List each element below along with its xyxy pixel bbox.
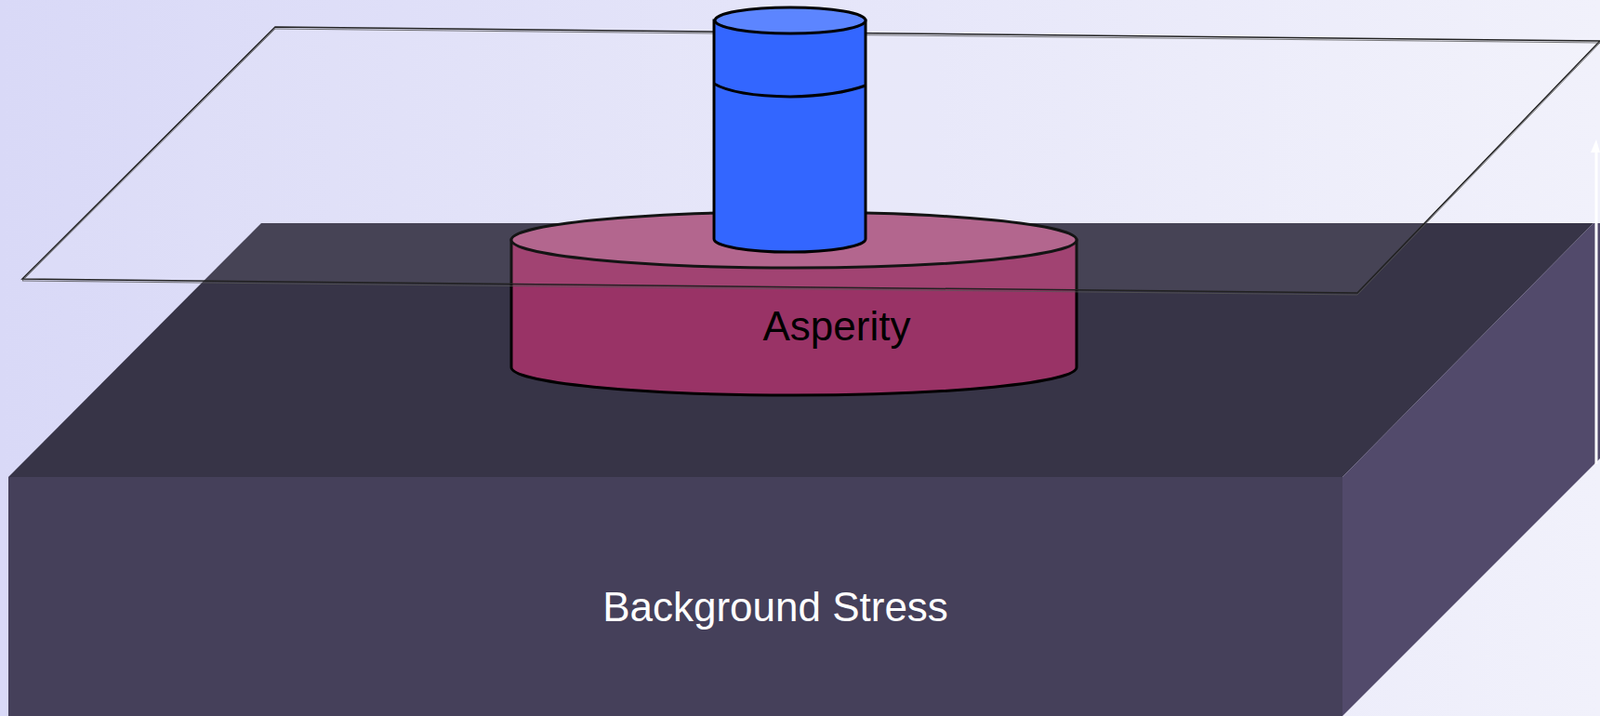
stress-arrow-head [1590,139,1600,153]
stress-arrow [1595,148,1599,464]
node-label: Background Stress [542,583,1008,631]
asperity-cylinder: Asperity [511,211,1077,396]
blue-cylinder-band [714,83,866,97]
slab-front-face [8,476,1343,716]
blue-cylinder-top [714,7,866,34]
node-label: Asperity [715,303,958,350]
blue-cylinder-body [714,20,866,252]
slab-side-face [1342,223,1600,716]
slab-block: Background Stress Asperity [8,223,1600,716]
